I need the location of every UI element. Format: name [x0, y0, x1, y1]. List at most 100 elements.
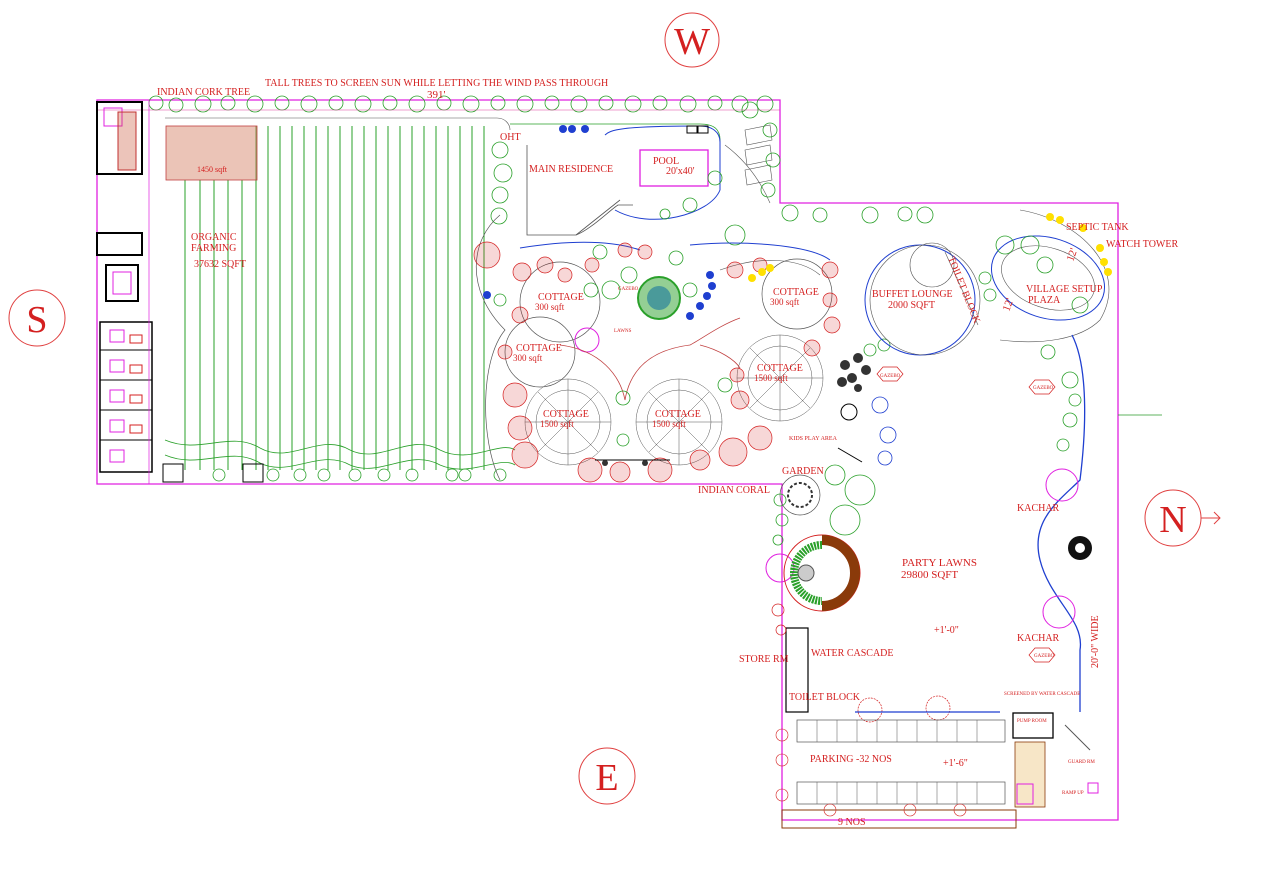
pump-room-label: PUMP ROOM: [1017, 719, 1047, 724]
svg-text:W: W: [674, 21, 710, 63]
organic-farm-rows: [184, 126, 485, 470]
compass-south: S: [8, 289, 66, 347]
tree-screen-row: [148, 95, 774, 113]
indian-cork-tree-label: INDIAN CORK TREE: [157, 87, 250, 98]
cottage-4-label: COTTAGE: [543, 409, 589, 420]
party-lawns-area: 29800 SQFT: [901, 569, 958, 581]
main-residence-label: MAIN RESIDENCE: [529, 164, 613, 175]
farm-gate: [242, 463, 264, 483]
store-room: [785, 627, 809, 713]
garden-trees: [772, 464, 876, 546]
road-width-label: 20'-0" WIDE: [1090, 615, 1101, 668]
site-length-label: 391': [427, 89, 446, 101]
septic-label: SEPTIC TANK: [1066, 222, 1129, 233]
village-dim-1: 12': [1001, 297, 1017, 313]
svg-text:N: N: [1159, 499, 1186, 541]
farm-title-1: ORGANIC: [191, 232, 237, 243]
kachar-tree-2: [1042, 595, 1076, 629]
cottage-2-label: COTTAGE: [516, 343, 562, 354]
main-residence-outline: [526, 145, 633, 236]
parking-level: +1'-6": [943, 758, 968, 769]
tall-trees-label: TALL TREES TO SCREEN SUN WHILE LETTING T…: [265, 78, 608, 89]
village-trees: [995, 235, 1089, 452]
village-plaza: [990, 235, 1106, 321]
toilet-block-label: TOILET BLOCK: [789, 692, 861, 703]
pink-tree: [574, 327, 600, 353]
cottage-5-area: 1500 sqft: [652, 419, 686, 429]
village-dim-2: 12': [1065, 247, 1081, 263]
cottage-large-rings: [524, 334, 824, 466]
gazebo-label-1: GAZEBO: [618, 287, 639, 292]
cottage-green-shrubs: [493, 244, 733, 447]
party-lawns-label: PARTY LAWNS: [902, 557, 977, 569]
lawns-label: LAWNS: [614, 329, 632, 334]
farm-shed: [165, 125, 258, 181]
parking-row-1: [796, 719, 1006, 743]
cottage-1-label: COTTAGE: [538, 292, 584, 303]
site-boundary: [96, 99, 1119, 821]
kachar-label-1: KACHAR: [1017, 503, 1060, 514]
cottage-6-label: COTTAGE: [757, 363, 803, 374]
entry-steps: [1014, 741, 1046, 808]
water-cascade-label: WATER CASCADE: [811, 648, 894, 659]
stepped-planters: [724, 124, 773, 204]
farm-title-2: FARMING: [191, 243, 236, 254]
staff-quarters-block: [96, 100, 153, 484]
compass-north: N: [1144, 489, 1221, 547]
cottage-1-outline: [519, 261, 601, 343]
svg-text:S: S: [26, 299, 47, 341]
cottage-4-area: 1500 sqft: [540, 419, 574, 429]
boundary-road: [1037, 334, 1086, 712]
boundary-parking-strip: [781, 809, 1017, 829]
pump-room: [1012, 712, 1054, 739]
buffet-label-1: BUFFET LOUNGE: [872, 289, 953, 300]
residence-shrubs: [490, 141, 746, 246]
cottage-5-label: COTTAGE: [655, 409, 701, 420]
party-level: +1'-0": [934, 625, 959, 636]
screened-label: SCREENED BY WATER CASCADE: [1004, 692, 1080, 697]
farm-edge-trees: [212, 468, 507, 482]
pool-label: POOL: [653, 156, 679, 167]
gazebo-label-4: GAZEBO: [1034, 654, 1055, 659]
flowering-trees: [473, 241, 841, 483]
gazebo-label-3: GAZEBO: [1033, 386, 1054, 391]
gazebo-hex-1: [876, 366, 904, 382]
garden-circle: [779, 474, 821, 516]
svg-text:E: E: [595, 757, 618, 799]
gazebo-label-2: GAZEBO: [880, 374, 901, 379]
oht-label: OHT: [500, 132, 521, 143]
kids-play-label: KIDS PLAY AREA: [789, 436, 838, 442]
village-label-2: PLAZA: [1028, 295, 1061, 306]
cottage-2-outline: [504, 316, 576, 388]
kids-play-equipment: [837, 353, 871, 392]
compass-east: E: [578, 747, 636, 805]
buffet-label-2: 2000 SQFT: [888, 300, 935, 311]
parking-row-2: [796, 781, 1006, 805]
pink-tree-2: [765, 553, 795, 583]
kachar-label-2: KACHAR: [1017, 633, 1060, 644]
pool-size: 20'x40': [666, 166, 695, 177]
blue-flower-cluster: [483, 125, 716, 320]
ramp-up-label: RAMP UP: [1062, 791, 1084, 796]
farm-gate-2: [162, 463, 184, 483]
cottage-3-area: 300 sqft: [770, 297, 800, 307]
farm-area: 37632 SQFT: [194, 259, 246, 270]
parking-label: PARKING -32 NOS: [810, 754, 892, 765]
kachar-tree-1: [1045, 468, 1079, 502]
parking-nos-label: 9 NOS: [838, 817, 866, 828]
village-label-1: VILLAGE SETUP: [1026, 284, 1103, 295]
cottage-3-label: COTTAGE: [773, 287, 819, 298]
guard-room-label: GUARD RM: [1068, 760, 1095, 765]
yellow-shrubs: [748, 213, 1112, 282]
watch-tower-label: WATCH TOWER: [1106, 239, 1178, 250]
cottage-1-area: 300 sqft: [535, 302, 565, 312]
farm-shed-area: 1450 sqft: [197, 165, 228, 174]
cottage-3-outline: [761, 258, 833, 330]
cottage-6-area: 1500 sqft: [754, 373, 788, 383]
compass-west: W: [664, 12, 720, 68]
indian-coral-label: INDIAN CORAL: [698, 485, 770, 496]
pool: [639, 149, 709, 187]
cottage-2-area: 300 sqft: [513, 353, 543, 363]
garden-label: GARDEN: [782, 466, 824, 477]
